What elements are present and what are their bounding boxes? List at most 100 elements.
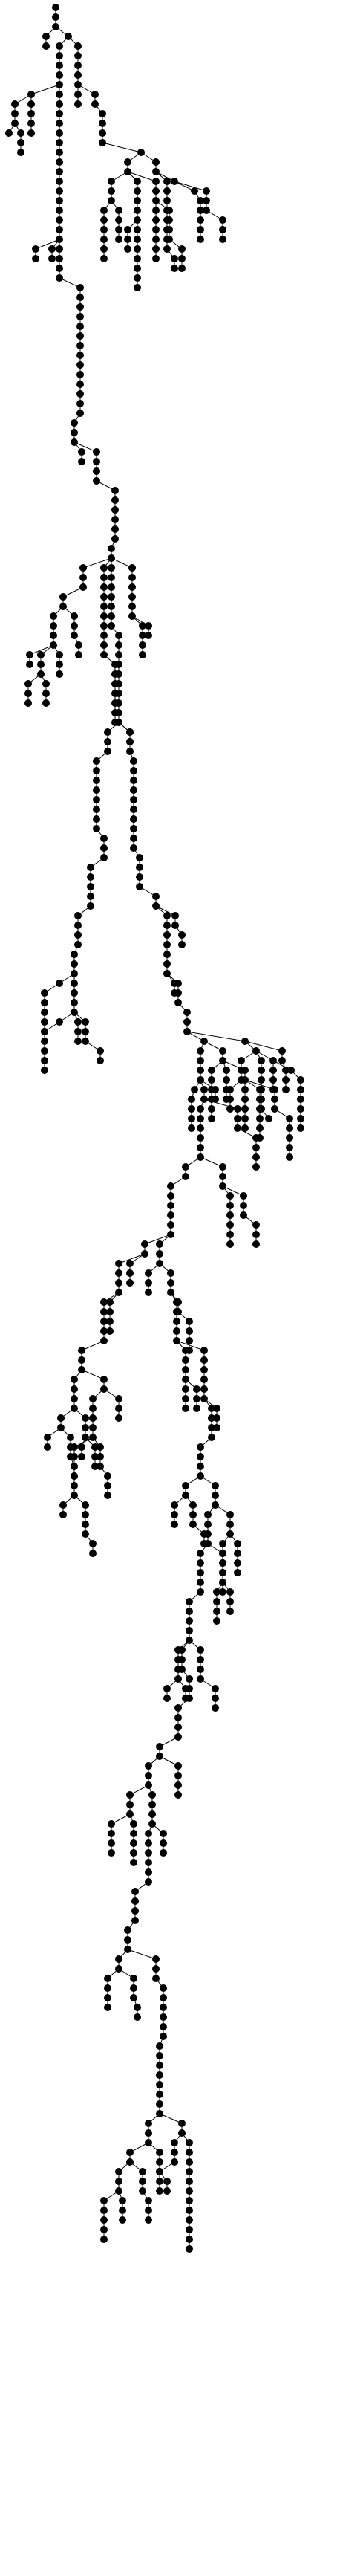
- tree-node: [163, 931, 171, 939]
- tree-node: [76, 352, 84, 359]
- tree-node: [136, 854, 143, 861]
- tree-node: [200, 1395, 208, 1402]
- tree-node: [152, 255, 160, 262]
- tree-node: [156, 1753, 163, 1760]
- tree-node: [87, 893, 94, 900]
- tree-node: [186, 2187, 193, 2195]
- tree-node: [171, 255, 178, 262]
- tree-node: [226, 1521, 234, 1528]
- tree-node: [74, 100, 82, 108]
- tree-edge: [127, 1949, 157, 1960]
- tree-node: [130, 844, 137, 852]
- tree-node: [100, 593, 108, 601]
- tree-node: [282, 1076, 290, 1084]
- tree-node: [82, 1424, 89, 1431]
- tree-node: [197, 1144, 204, 1151]
- tree-node: [186, 2178, 193, 2185]
- tree-node: [269, 1076, 277, 1084]
- tree-edge: [244, 1041, 283, 1052]
- tree-node: [271, 1105, 278, 1113]
- tree-node: [145, 1762, 152, 1770]
- tree-node: [226, 1105, 234, 1113]
- tree-node: [115, 226, 122, 233]
- tree-node: [74, 91, 82, 98]
- tree-node: [130, 1820, 137, 1828]
- tree-node: [226, 1096, 234, 1103]
- tree-node: [297, 1115, 304, 1122]
- tree-node: [145, 1781, 152, 1789]
- tree-node: [67, 1434, 74, 1441]
- tree-node: [258, 1076, 265, 1084]
- tree-node: [163, 2178, 171, 2185]
- tree-node: [56, 255, 63, 262]
- tree-node: [219, 1550, 226, 1557]
- tree-node: [56, 158, 63, 166]
- tree-node: [197, 1047, 204, 1055]
- tree-node: [100, 583, 108, 591]
- tree-node: [56, 110, 63, 117]
- tree-node: [79, 574, 87, 581]
- tree-edge: [176, 1340, 205, 1351]
- tree-node: [128, 593, 136, 601]
- tree-node: [27, 129, 35, 137]
- tree-node: [134, 187, 141, 195]
- tree-node: [56, 178, 63, 185]
- tree-edge: [59, 277, 81, 288]
- tree-node: [108, 603, 115, 610]
- tree-node: [71, 1453, 78, 1460]
- tree-node: [56, 1018, 63, 1026]
- tree-node: [108, 197, 115, 204]
- tree-node: [100, 854, 108, 861]
- tree-node: [100, 574, 108, 581]
- tree-node: [111, 535, 119, 543]
- tree-node: [104, 728, 111, 736]
- tree-node: [156, 2110, 163, 2117]
- tree-node: [71, 1405, 78, 1412]
- tree-node: [212, 1501, 219, 1509]
- tree-node: [93, 757, 100, 765]
- tree-node: [234, 1569, 241, 1576]
- tree-node: [108, 545, 115, 552]
- tree-node: [76, 400, 84, 407]
- tree-node: [97, 1047, 104, 1055]
- tree-node: [115, 1289, 122, 1296]
- tree-node: [71, 1385, 78, 1393]
- tree-node: [258, 1057, 265, 1064]
- tree-node: [56, 139, 63, 146]
- tree-node: [108, 612, 115, 620]
- tree-node: [56, 197, 63, 204]
- tree-node: [145, 1849, 152, 1857]
- tree-node: [197, 1057, 204, 1064]
- tree-node: [212, 1685, 219, 1692]
- tree-node: [171, 2139, 178, 2146]
- tree-node: [108, 583, 115, 591]
- tree-node: [193, 1385, 200, 1393]
- tree-node: [78, 448, 85, 456]
- tree-node: [200, 1347, 208, 1354]
- tree-node: [91, 1443, 99, 1451]
- tree-node: [238, 1057, 245, 1064]
- tree-node: [182, 1347, 189, 1354]
- tree-node: [115, 641, 122, 649]
- tree-node: [163, 197, 171, 204]
- tree-node: [74, 912, 82, 919]
- tree-node: [208, 1424, 215, 1431]
- tree-node: [93, 777, 100, 784]
- tree-node: [197, 1153, 204, 1161]
- tree-edge: [200, 1156, 223, 1168]
- tree-node: [111, 516, 119, 523]
- tree-node: [183, 1009, 191, 1016]
- tree-node: [104, 738, 111, 745]
- tree-node: [193, 1405, 200, 1412]
- tree-node: [91, 91, 99, 98]
- tree-node: [87, 883, 94, 890]
- tree-node: [76, 332, 84, 340]
- tree-node: [56, 120, 63, 127]
- tree-node: [104, 1492, 111, 1499]
- tree-node: [156, 1260, 163, 1267]
- tree-node: [219, 236, 226, 243]
- tree-node: [56, 81, 63, 88]
- tree-node: [200, 1038, 208, 1045]
- tree-node: [27, 110, 35, 117]
- tree-node: [134, 2013, 141, 2021]
